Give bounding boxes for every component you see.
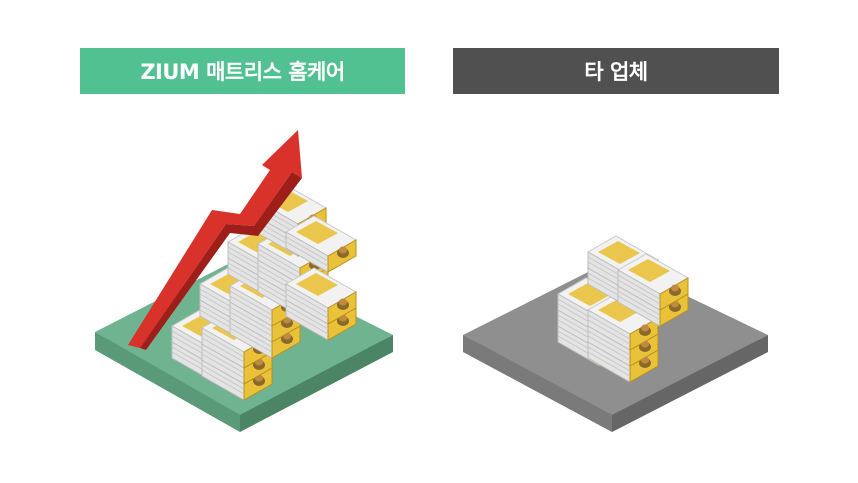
other-company-label-banner: 타 업체 <box>453 48 779 94</box>
other-company-label-text: 타 업체 <box>584 60 648 84</box>
zium-label-banner: ZIUM 매트리스 홈케어 <box>80 48 405 94</box>
growth-arrow-icon <box>128 130 302 350</box>
zium-label-text: ZIUM 매트리스 홈케어 <box>140 60 345 84</box>
